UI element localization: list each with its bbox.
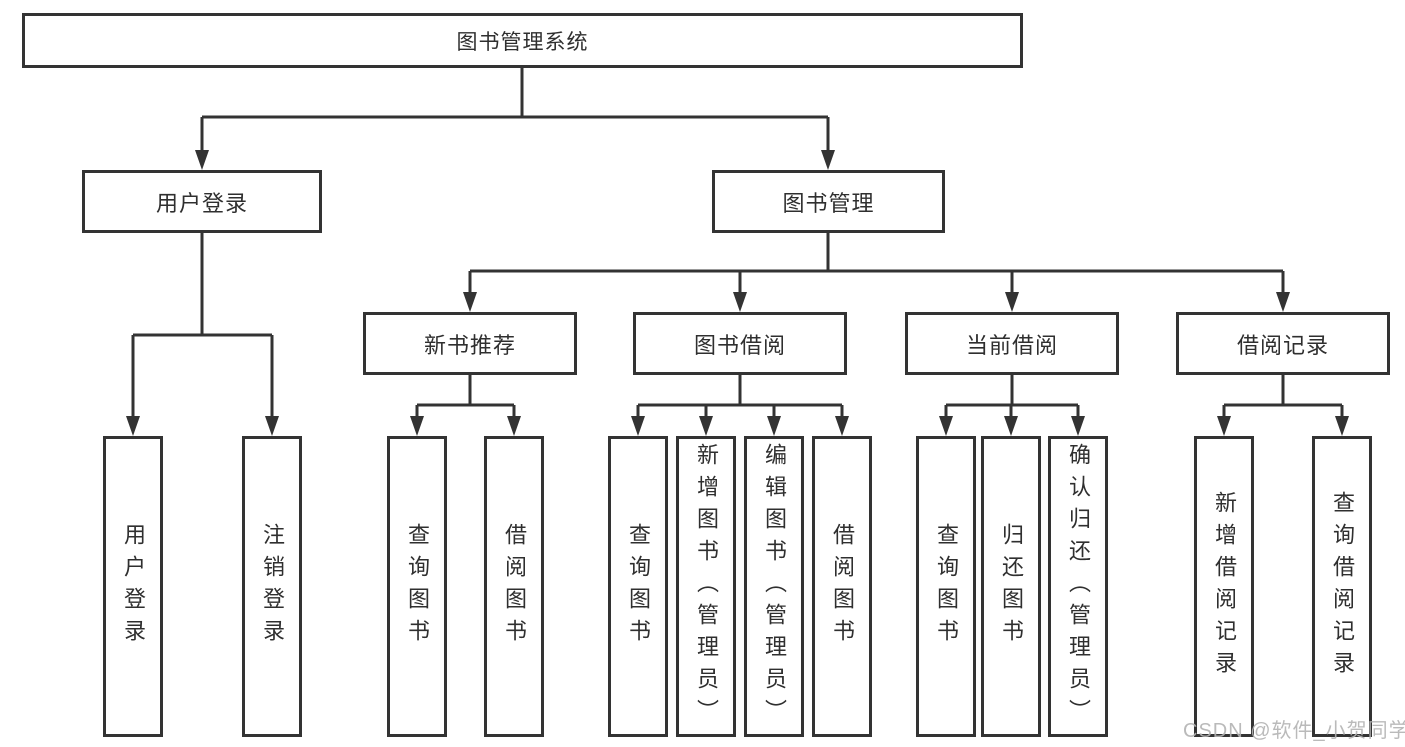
connector-borrow-records-children <box>1217 375 1349 436</box>
connector-book-borrow-children <box>631 375 849 436</box>
node-leaf-bb-add-book-admin: 新增图书（管理员） <box>676 436 736 737</box>
connector-root-to-level2 <box>195 68 835 170</box>
watermark-text: CSDN @软件_小贺同学 <box>1183 720 1405 742</box>
node-new-book-recommend: 新书推荐 <box>363 312 577 375</box>
node-leaf-cb-confirm-return-admin: 确认归还（管理员） <box>1048 436 1108 737</box>
node-leaf-br-add-record: 新增借阅记录 <box>1194 436 1254 737</box>
node-leaf-bb-borrow-book: 借阅图书 <box>812 436 872 737</box>
node-leaf-rec-borrow-book: 借阅图书 <box>484 436 544 737</box>
connector-current-borrow-children <box>939 375 1085 436</box>
node-leaf-user-login: 用户登录 <box>103 436 163 737</box>
node-leaf-br-query-record: 查询借阅记录 <box>1312 436 1372 737</box>
node-book-management: 图书管理 <box>712 170 945 233</box>
connector-user-login-children <box>126 233 279 436</box>
node-library-system: 图书管理系统 <box>22 13 1023 68</box>
node-leaf-cb-query-book: 查询图书 <box>916 436 976 737</box>
node-leaf-logout: 注销登录 <box>242 436 302 737</box>
node-borrow-records: 借阅记录 <box>1176 312 1390 375</box>
node-book-borrow: 图书借阅 <box>633 312 847 375</box>
node-user-login: 用户登录 <box>82 170 322 233</box>
node-leaf-bb-query-book: 查询图书 <box>608 436 668 737</box>
connector-new-book-rec-children <box>410 375 521 436</box>
connector-book-mgmt-children <box>463 233 1290 312</box>
node-current-borrow: 当前借阅 <box>905 312 1119 375</box>
node-leaf-cb-return-book: 归还图书 <box>981 436 1041 737</box>
node-leaf-bb-edit-book-admin: 编辑图书（管理员） <box>744 436 804 737</box>
node-leaf-rec-query-book: 查询图书 <box>387 436 447 737</box>
